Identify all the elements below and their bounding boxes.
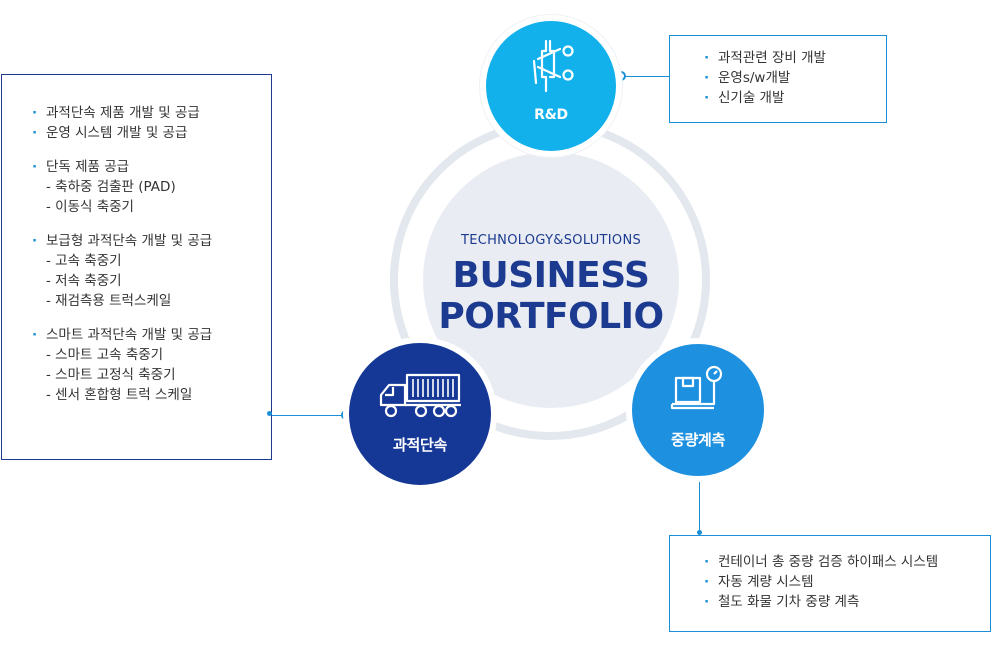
list-subitem: - 저속 축중기 [46, 273, 122, 289]
list-subitem: - 센서 혼합형 트럭 스케일 [46, 387, 193, 403]
connector-rnd [622, 76, 669, 77]
center-title-line1: BUSINESS [452, 255, 650, 296]
list-subitem: - 스마트 고정식 축중기 [46, 367, 176, 383]
connector-dot [697, 530, 702, 535]
scale-icon [670, 365, 723, 410]
weighing-node-label: 중량계측 [670, 431, 725, 449]
list-item: 과적관련 장비 개발 [704, 48, 886, 68]
weighing-info-box: 컨테이너 총 중량 검증 하이패스 시스템 자동 계량 시스템 철도 화물 기차… [669, 535, 991, 632]
connector-weighing [699, 478, 700, 535]
list-item: 과적단속 제품 개발 및 공급 [32, 103, 271, 123]
connector-enforcement [272, 415, 346, 416]
enforcement-node[interactable]: 과적단속 [343, 337, 497, 491]
rnd-node[interactable]: R&D [480, 15, 622, 157]
enforcement-list: 과적단속 제품 개발 및 공급 운영 시스템 개발 및 공급 단독 제품 공급 … [32, 103, 271, 405]
enforcement-info-box: 과적단속 제품 개발 및 공급 운영 시스템 개발 및 공급 단독 제품 공급 … [1, 74, 272, 460]
connector-dot [267, 411, 272, 416]
list-item: 운영s/w개발 [704, 68, 886, 88]
rnd-node-label: R&D [534, 107, 568, 123]
list-item: 철도 화물 기차 중량 계측 [704, 592, 990, 612]
list-item: 자동 계량 시스템 [704, 572, 990, 592]
list-subitem: - 이동식 축중기 [46, 199, 134, 215]
list-item: 단독 제품 공급 [32, 157, 271, 177]
list-subitem: - 축하중 검출판 (PAD) [46, 179, 176, 195]
center-title-line2: PORTFOLIO [438, 296, 664, 337]
list-item: 신기술 개발 [704, 88, 886, 108]
list-item: 컨테이너 총 중량 검증 하이패스 시스템 [704, 552, 990, 572]
rnd-info-box: 과적관련 장비 개발 운영s/w개발 신기술 개발 [669, 35, 887, 123]
list-item: 스마트 과적단속 개발 및 공급 [32, 325, 271, 345]
list-subitem: - 스마트 고속 축중기 [46, 347, 164, 363]
list-subitem: - 고속 축중기 [46, 253, 122, 269]
weighing-node[interactable]: 중량계측 [626, 338, 770, 482]
truck-icon [379, 373, 461, 418]
list-item: 운영 시스템 개발 및 공급 [32, 123, 271, 143]
rnd-list: 과적관련 장비 개발 운영s/w개발 신기술 개발 [704, 48, 886, 108]
weighing-list: 컨테이너 총 중량 검증 하이패스 시스템 자동 계량 시스템 철도 화물 기차… [704, 552, 990, 612]
list-item: 보급형 과적단속 개발 및 공급 [32, 231, 271, 251]
list-subitem: - 재검측용 트럭스케일 [46, 293, 172, 309]
enforcement-node-label: 과적단속 [392, 436, 447, 454]
center-subtitle: TECHNOLOGY&SOLUTIONS [460, 233, 642, 248]
pipette-scissors-icon [532, 39, 574, 93]
